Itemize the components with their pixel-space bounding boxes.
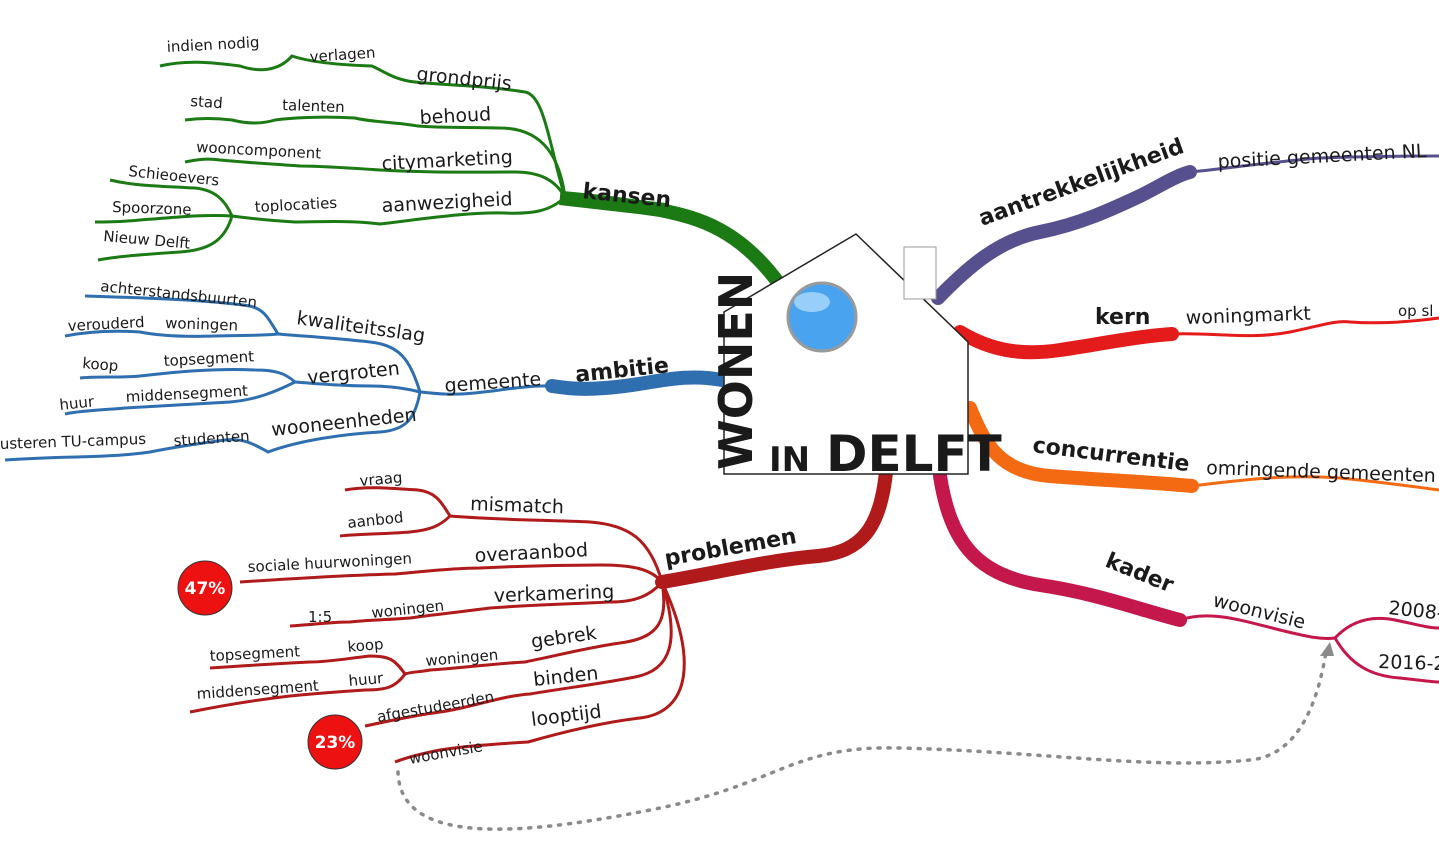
- branch-gemeente: [419, 384, 553, 396]
- title-wonen: WONEN: [709, 272, 763, 470]
- badge-23-text: 23%: [315, 733, 356, 753]
- branch-grondprijs: [159, 54, 567, 198]
- label-grondprijs: grondprijs: [415, 63, 512, 95]
- branch-gebrek: [209, 581, 666, 676]
- label-omringende: omringende gemeenten: [1206, 457, 1436, 487]
- label-talenten: talenten: [282, 96, 345, 116]
- branch-kader-main: [933, 469, 1187, 627]
- branch-wooneenheden: [4, 391, 422, 462]
- label-afgestudeerden: afgestudeerden: [376, 688, 496, 726]
- label-positie-gemeenten: positie gemeenten NL: [1217, 140, 1427, 173]
- badge-23: 23%: [307, 714, 363, 770]
- label-verkamering: verkamering: [493, 581, 614, 607]
- branch-kwal-woningen: [64, 329, 279, 338]
- label-koop-a: koop: [82, 354, 119, 375]
- relation-connector: [396, 650, 1328, 831]
- label-gebrek-koop: koop: [347, 635, 384, 656]
- branch-problemen-main: [655, 465, 893, 589]
- branch-looptijd: [394, 581, 686, 764]
- branch-woningmarkt: [1171, 316, 1439, 338]
- label-aanbod: aanbod: [347, 508, 405, 532]
- branch-period1: [1333, 616, 1439, 640]
- label-huur-a: huur: [59, 392, 96, 414]
- branch-behoud: [184, 115, 567, 198]
- branch-positie: [1189, 154, 1439, 174]
- branch-aantrekkelijkheid-main: [931, 165, 1197, 305]
- branch-kader: [933, 469, 1439, 684]
- label-period2: 2016-2: [1378, 651, 1439, 675]
- branch-verkamering: [289, 581, 664, 628]
- label-toplocaties: toplocaties: [254, 194, 337, 216]
- label-kader: kader: [1102, 548, 1177, 598]
- branch-kansen-connector: [564, 196, 666, 212]
- label-kader-woonvisie: woonvisie: [1211, 590, 1308, 634]
- house-window-shine: [794, 292, 830, 312]
- badge-47-text: 47%: [185, 579, 226, 599]
- label-tu-campus: usteren TU-campus: [0, 430, 146, 453]
- label-mismatch: mismatch: [470, 493, 564, 518]
- house-window-icon: [786, 281, 858, 353]
- branch-aanwezigheid: [231, 195, 567, 226]
- branch-woonvisie: [1179, 614, 1336, 640]
- branch-kern-main: [953, 325, 1179, 360]
- label-gebrek-topsegment: topsegment: [209, 642, 300, 665]
- label-gemeente: gemeente: [444, 368, 542, 397]
- badge-23-circle: [307, 714, 363, 770]
- branch-aanbod: [339, 514, 452, 538]
- label-vergroten: vergroten: [306, 357, 400, 389]
- label-behoud: behoud: [419, 103, 492, 129]
- label-sociale-huurwoningen: sociale huurwoningen: [247, 549, 412, 576]
- branch-omringende: [1191, 475, 1439, 492]
- label-kwal-woningen: woningen: [165, 314, 238, 335]
- branch-ambitie: [4, 294, 729, 462]
- label-binden: binden: [532, 662, 599, 691]
- badge-47-circle: [177, 560, 233, 616]
- branch-concurrentie-main: [963, 401, 1199, 493]
- label-topsegment-a: topsegment: [163, 347, 254, 370]
- label-nieuw-delft: Nieuw Delft: [103, 227, 191, 253]
- branch-problemen: [189, 465, 893, 764]
- label-verk-woningen: woningen: [371, 596, 445, 622]
- branch-citymarketing: [184, 157, 567, 198]
- badge-47: 47%: [177, 560, 233, 616]
- branch-kern: [953, 316, 1439, 360]
- label-achterstandsbuurten: achterstandsbuurten: [100, 277, 258, 311]
- label-verlagen: verlagen: [309, 43, 376, 66]
- branch-ambitie-main: [545, 370, 729, 396]
- label-studenten: studenten: [173, 427, 250, 450]
- title-delft: DELFT: [826, 425, 1002, 483]
- label-stad: stad: [190, 92, 224, 112]
- label-op-sl: op sl: [1398, 302, 1433, 320]
- house-chimney: [903, 246, 937, 300]
- branch-gebrek-huur: [189, 673, 407, 714]
- branch-kansen: [94, 54, 787, 292]
- branch-schieoevers: [109, 178, 234, 217]
- relation-arrowhead: [1320, 642, 1334, 656]
- label-woningmarkt: woningmarkt: [1185, 303, 1311, 329]
- branch-period2: [1333, 637, 1439, 684]
- label-vraag: vraag: [359, 468, 403, 490]
- label-looptijd-woonvisie: woonvisie: [408, 737, 484, 768]
- branch-mismatch: [344, 486, 664, 583]
- title-in: IN: [769, 440, 810, 480]
- branch-spoorzone: [94, 213, 233, 224]
- central-house: WONEN IN DELFT: [709, 233, 1002, 483]
- label-spoorzone: Spoorzone: [112, 198, 192, 219]
- label-overaanbod: overaanbod: [474, 539, 588, 567]
- branch-concurrentie: [963, 401, 1439, 493]
- branch-overaanbod: [239, 563, 664, 584]
- label-gebrek-huur: huur: [348, 669, 385, 690]
- branch-vergr-middensegment: [64, 380, 296, 416]
- branch-vergroten: [79, 367, 421, 394]
- label-indien-nodig: indien nodig: [166, 33, 260, 56]
- label-verouderd: verouderd: [67, 313, 145, 335]
- branch-aantrekkelijkheid: [931, 154, 1439, 305]
- label-ratio: 1:5: [308, 608, 332, 626]
- branch-nieuwdelft: [97, 215, 234, 262]
- label-kern: kern: [1095, 305, 1150, 330]
- branch-binden: [364, 581, 673, 728]
